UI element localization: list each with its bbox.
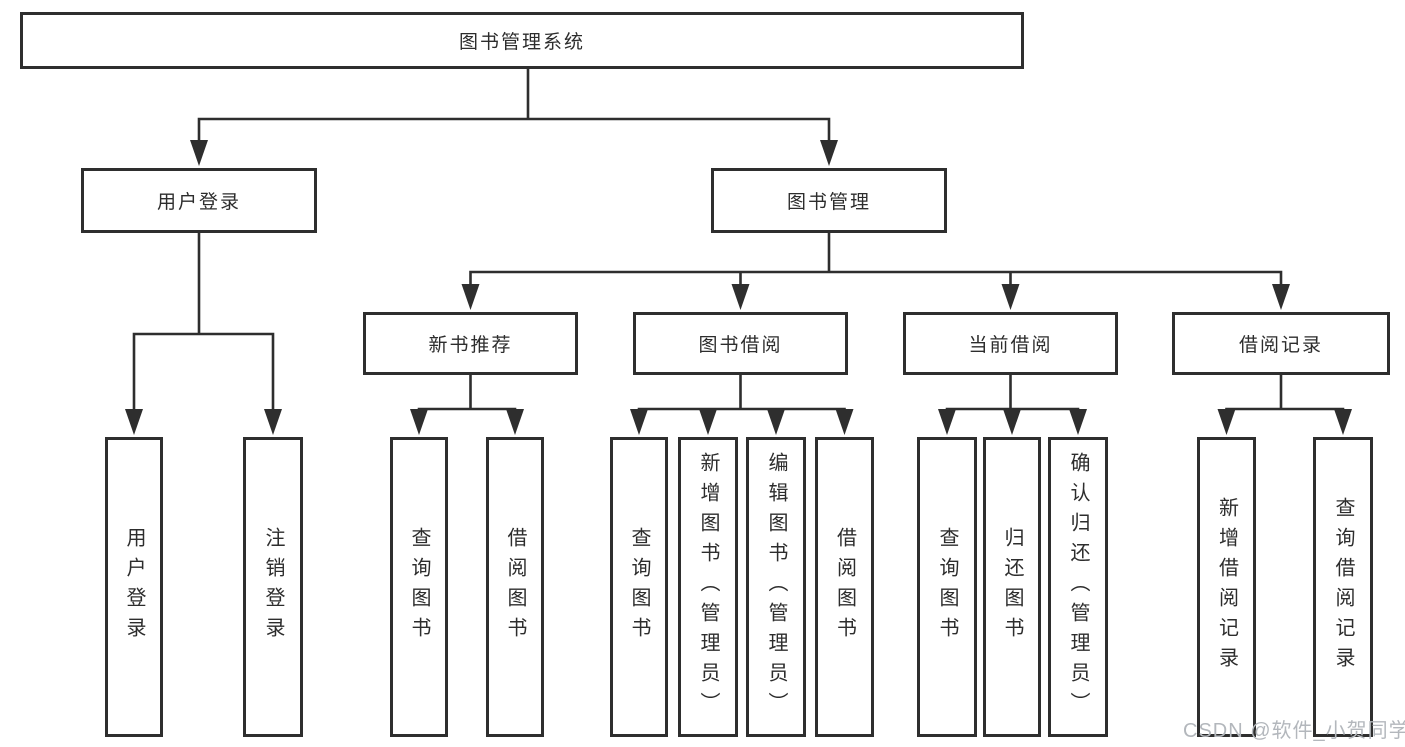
node-current-borrowing: 当前借阅 <box>903 312 1118 375</box>
arrowhead <box>1272 284 1290 310</box>
node-label: 借阅图书 <box>504 527 526 647</box>
leaf-borrow-books-borrowing: 借阅图书 <box>815 437 874 737</box>
arrowhead <box>731 284 750 310</box>
csdn-watermark: CSDN @软件_小贺同学 <box>1183 720 1405 742</box>
arrowhead <box>938 409 956 435</box>
node-label: 新增借阅记录 <box>1215 497 1238 677</box>
node-new-book-recommendation: 新书推荐 <box>363 312 578 375</box>
leaf-add-books-admin: 新增图书（管理员） <box>678 437 738 737</box>
arrowhead <box>190 140 208 166</box>
node-label: 新书推荐 <box>428 335 513 356</box>
node-library-system: 图书管理系统 <box>20 12 1024 69</box>
arrowhead <box>506 409 524 435</box>
arrowheads <box>125 140 1352 435</box>
leaf-user-login: 用户登录 <box>105 437 163 737</box>
node-label: 图书管理 <box>786 192 871 213</box>
arrowhead <box>125 409 143 435</box>
node-label: 查询图书 <box>628 527 650 647</box>
node-label: 查询借阅记录 <box>1332 497 1354 677</box>
arrowhead <box>1069 409 1087 435</box>
arrowhead <box>410 409 428 435</box>
arrowhead <box>264 409 282 435</box>
leaf-logout: 注销登录 <box>243 437 303 737</box>
leaf-add-borrow-record: 新增借阅记录 <box>1197 437 1256 737</box>
node-label: 编辑图书（管理员） <box>765 452 787 722</box>
node-user-login: 用户登录 <box>81 168 317 233</box>
arrowhead <box>1001 284 1020 310</box>
node-label: 图书管理系统 <box>458 32 585 53</box>
leaf-borrow-books-recommend: 借阅图书 <box>486 437 544 737</box>
leaf-confirm-return-admin: 确认归还（管理员） <box>1048 437 1108 737</box>
node-label: 注销登录 <box>262 527 284 647</box>
leaf-query-books-borrowing: 查询图书 <box>610 437 668 737</box>
arrowhead <box>820 140 838 166</box>
node-borrowing-records: 借阅记录 <box>1172 312 1390 375</box>
node-label: 用户登录 <box>123 527 145 647</box>
node-label: 查询图书 <box>936 527 958 647</box>
leaf-query-books-recommend: 查询图书 <box>390 437 448 737</box>
node-label: 查询图书 <box>408 527 430 647</box>
node-book-borrowing: 图书借阅 <box>633 312 848 375</box>
node-book-management: 图书管理 <box>711 168 947 233</box>
node-label: 确认归还（管理员） <box>1067 452 1089 722</box>
arrowhead <box>699 409 717 435</box>
leaf-query-books-current: 查询图书 <box>917 437 977 737</box>
node-label: 新增图书（管理员） <box>697 452 719 722</box>
arrowhead <box>630 409 648 435</box>
arrowhead <box>835 409 854 435</box>
leaf-return-books: 归还图书 <box>983 437 1041 737</box>
arrowhead <box>1217 409 1236 435</box>
node-label: 借阅图书 <box>833 527 856 647</box>
arrowhead <box>1334 409 1352 435</box>
arrowhead <box>461 284 480 310</box>
node-label: 当前借阅 <box>968 335 1053 356</box>
node-label: 图书借阅 <box>698 335 783 356</box>
arrowhead <box>1003 409 1021 435</box>
node-label: 借阅记录 <box>1238 335 1323 356</box>
leaf-edit-books-admin: 编辑图书（管理员） <box>746 437 806 737</box>
node-label: 归还图书 <box>1001 527 1023 647</box>
arrowhead <box>767 409 785 435</box>
leaf-query-borrow-record: 查询借阅记录 <box>1313 437 1373 737</box>
node-label: 用户登录 <box>156 192 241 213</box>
